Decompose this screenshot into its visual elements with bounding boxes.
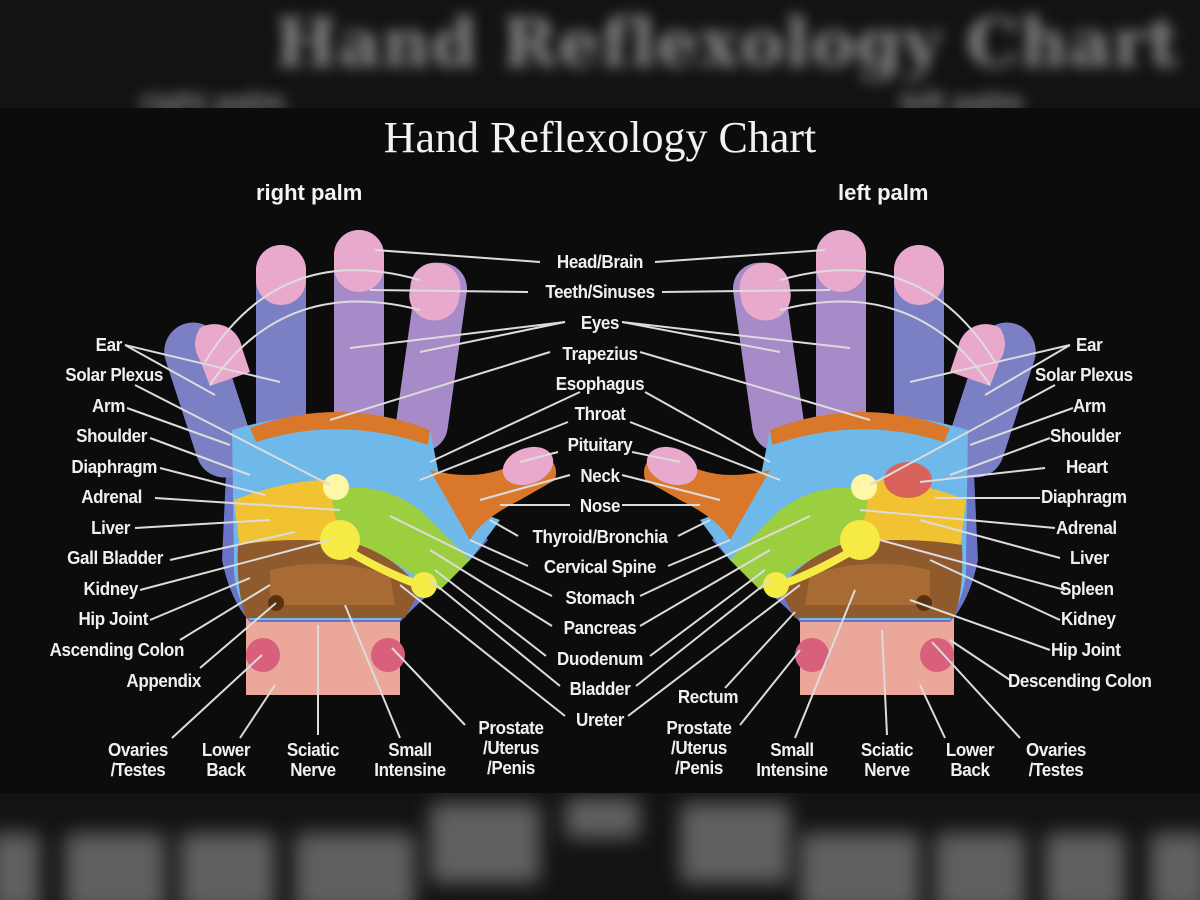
left-label-spleen: Spleen — [1060, 578, 1114, 599]
left-label-kidney: Kidney — [1061, 608, 1116, 629]
label-line: Back — [950, 759, 990, 780]
left-label-liver: Liver — [1070, 547, 1109, 568]
label-line: Prostate — [478, 717, 544, 738]
right-palm-heading: right palm — [256, 180, 363, 205]
left-label-sciatic-nerve: Sciatic Nerve — [849, 740, 924, 780]
blurred-header-band: Hand Reflexology Chart right palm left p… — [0, 0, 1200, 108]
label-line: Intensine — [374, 759, 446, 780]
blurred-label-block — [295, 833, 415, 900]
right-label-arm: Arm — [92, 395, 125, 416]
left-label-diaphragm: Diaphragm — [1041, 486, 1127, 507]
blurred-label-block — [800, 833, 920, 900]
right-label-kidney: Kidney — [83, 578, 138, 599]
left-label-ovaries-testes: Ovaries /Testes — [1017, 740, 1094, 780]
blurred-right-palm-label: right palm — [140, 86, 286, 108]
label-line: /Penis — [675, 757, 723, 778]
blurred-label-block — [1150, 833, 1200, 900]
right-label-lower-back: Lower Back — [191, 740, 261, 780]
left-label-ear: Ear — [1076, 334, 1103, 355]
label-line: /Testes — [1028, 759, 1084, 780]
right-label-adrenal: Adrenal — [81, 486, 142, 507]
blurred-label-block — [1045, 833, 1125, 900]
label-head-brain: Head/Brain — [556, 251, 644, 272]
label-ureter: Ureter — [576, 709, 624, 730]
label-neck: Neck — [580, 465, 620, 486]
right-label-small-intensine: Small Intensine — [364, 740, 456, 780]
right-label-appendix: Appendix — [126, 670, 201, 691]
label-line: Nerve — [290, 759, 336, 780]
chart-title: Hand Reflexology Chart — [383, 113, 817, 162]
label-esophagus: Esophagus — [555, 373, 645, 394]
label-line: Back — [206, 759, 246, 780]
label-eyes: Eyes — [580, 312, 620, 333]
right-label-ovaries-testes: Ovaries /Testes — [99, 740, 176, 780]
blurred-label-block — [565, 798, 640, 838]
right-label-hip-joint: Hip Joint — [78, 608, 149, 629]
right-label-diaphragm: Diaphragm — [71, 456, 157, 477]
leader-lines — [124, 249, 1074, 739]
label-nose: Nose — [579, 495, 621, 516]
left-label-lower-back: Lower Back — [935, 740, 1005, 780]
left-label-shoulder: Shoulder — [1050, 425, 1121, 446]
label-line: Rectum — [677, 686, 739, 707]
label-pituitary: Pituitary — [567, 434, 633, 455]
left-palm-heading: left palm — [838, 180, 929, 205]
label-line: Small — [388, 739, 432, 760]
label-line: Ovaries — [1026, 739, 1086, 760]
label-line: Prostate — [666, 717, 732, 738]
right-label-ear: Ear — [95, 334, 123, 355]
right-label-sciatic-nerve: Sciatic Nerve — [275, 740, 350, 780]
label-line: Nerve — [864, 759, 910, 780]
blurred-label-block — [430, 803, 540, 883]
label-line: Sciatic — [860, 739, 914, 760]
label-line: Intensine — [756, 759, 828, 780]
left-label-descending-colon: Descending Colon — [1008, 670, 1152, 691]
label-bladder: Bladder — [569, 678, 631, 699]
blurred-title: Hand Reflexology Chart — [275, 4, 1181, 82]
left-label-hip-joint: Hip Joint — [1051, 639, 1121, 660]
label-line: /Uterus — [670, 737, 728, 758]
left-label-arm: Arm — [1073, 395, 1106, 416]
left-label-adrenal: Adrenal — [1056, 517, 1117, 538]
right-label-prostate-uterus-penis: Prostate /Uterus /Penis — [470, 718, 553, 778]
label-trapezius: Trapezius — [562, 343, 638, 364]
label-stomach: Stomach — [565, 587, 635, 608]
blurred-left-palm-label: left palm — [900, 86, 1024, 108]
right-label-shoulder: Shoulder — [76, 425, 147, 446]
label-line: Small — [770, 739, 814, 760]
left-label-small-intensine: Small Intensine — [746, 740, 838, 780]
label-cervical-spine: Cervical Spine — [543, 556, 657, 577]
blurred-label-block — [680, 803, 790, 883]
label-pancreas: Pancreas — [563, 617, 637, 638]
label-line: Lower — [945, 739, 995, 760]
right-label-liver: Liver — [91, 517, 130, 538]
right-label-gall-bladder: Gall Bladder — [67, 547, 163, 568]
label-line: /Testes — [110, 759, 166, 780]
left-label-solar-plexus: Solar Plexus — [1035, 364, 1133, 385]
blurred-label-block — [935, 833, 1025, 900]
label-line: /Uterus — [482, 737, 540, 758]
label-teeth-sinuses: Teeth/Sinuses — [545, 281, 655, 302]
label-thyroid-bronchia: Thyroid/Bronchia — [532, 526, 668, 547]
blurred-label-block — [65, 833, 165, 900]
right-label-solar-plexus: Solar Plexus — [65, 364, 163, 385]
blurred-footer-band — [0, 793, 1200, 900]
label-line: Lower — [201, 739, 251, 760]
label-line: /Penis — [487, 757, 535, 778]
label-line: Ovaries — [108, 739, 168, 760]
blurred-label-block — [180, 833, 275, 900]
heart-zone — [884, 462, 932, 498]
label-line: Sciatic — [286, 739, 340, 760]
blurred-label-block — [0, 833, 40, 900]
right-label-ascending-colon: Ascending Colon — [49, 639, 185, 660]
left-label-rectum: Rectum — [669, 687, 746, 707]
label-throat: Throat — [574, 403, 626, 424]
label-duodenum: Duodenum — [557, 648, 643, 669]
left-label-heart: Heart — [1066, 456, 1108, 477]
left-label-prostate-uterus-penis: Prostate /Uterus /Penis — [658, 718, 741, 778]
